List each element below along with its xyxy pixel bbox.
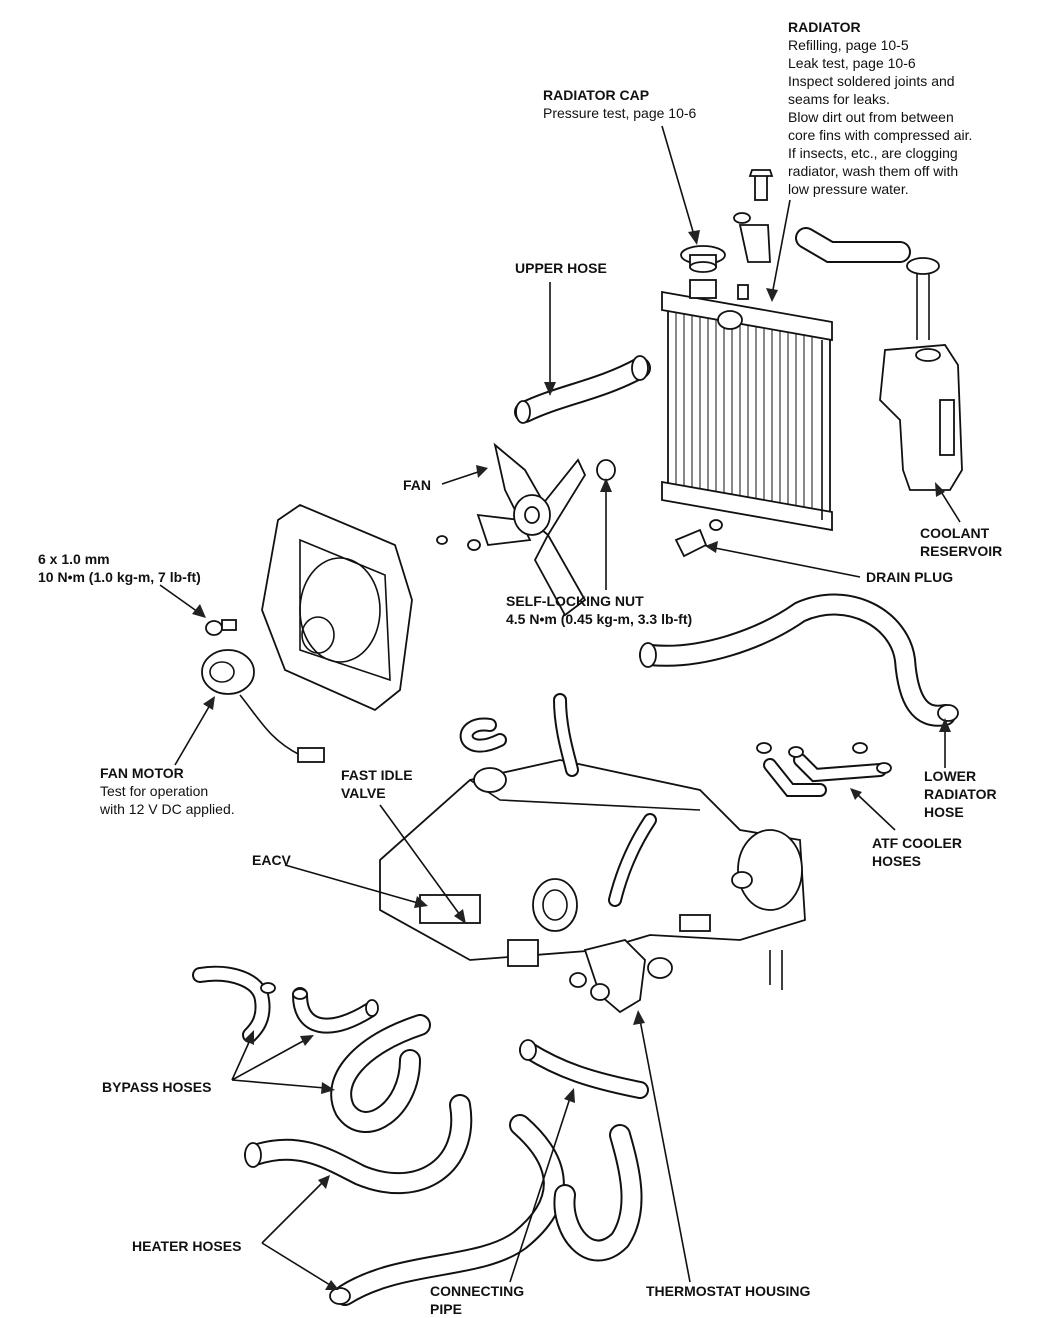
- bolt-spec-callout: 6 x 1.0 mm 10 N•m (1.0 kg-m, 7 lb-ft): [38, 550, 201, 586]
- heater-hoses-callout: HEATER HOSES: [132, 1237, 241, 1255]
- fast-idle-valve-title-1: FAST IDLE: [341, 767, 413, 783]
- atf-cooler-hoses-drawing: [756, 742, 892, 990]
- bypass-hoses-title: BYPASS HOSES: [102, 1079, 212, 1095]
- lower-radiator-hose-title-3: HOSE: [924, 804, 964, 820]
- radiator-title: RADIATOR: [788, 19, 861, 35]
- radiator-note-8: radiator, wash them off with: [788, 163, 959, 179]
- bypass-hoses-drawing: [192, 965, 379, 1043]
- eacv-callout: EACV: [252, 851, 291, 869]
- self-locking-nut-callout: SELF-LOCKING NUT 4.5 N•m (0.45 kg-m, 3.3…: [506, 592, 692, 628]
- fast-idle-valve-callout: FAST IDLE VALVE: [341, 766, 413, 802]
- self-locking-nut-title: SELF-LOCKING NUT: [506, 593, 644, 609]
- fan-motor-note-2: with 12 V DC applied.: [100, 801, 235, 817]
- thermostat-housing-callout: THERMOSTAT HOUSING: [646, 1282, 810, 1300]
- upper-hose-callout: UPPER HOSE: [515, 259, 607, 277]
- connecting-pipe-drawing: [519, 1039, 649, 1099]
- fan-shroud-drawing: [261, 503, 481, 712]
- lower-radiator-hose-title-2: RADIATOR: [924, 786, 997, 802]
- eacv-title: EACV: [252, 852, 291, 868]
- drain-plug-callout: DRAIN PLUG: [866, 568, 953, 586]
- atf-cooler-hoses-title-2: HOSES: [872, 853, 922, 869]
- radiator-callout: RADIATOR Refilling, page 10-5 Leak test,…: [788, 18, 972, 198]
- drain-plug-drawing: [674, 519, 723, 558]
- radiator-cap-title: RADIATOR CAP: [543, 87, 650, 103]
- radiator-cap-drawing: [680, 245, 726, 273]
- lower-radiator-hose-title-1: LOWER: [924, 768, 977, 784]
- fan-callout: FAN: [403, 476, 431, 494]
- radiator-note-7: If insects, etc., are clogging: [788, 145, 958, 161]
- lower-radiator-hose-drawing: [639, 593, 959, 727]
- coolant-reservoir-title-1: COOLANT: [920, 525, 990, 541]
- thermostat-housing-title: THERMOSTAT HOUSING: [646, 1283, 811, 1299]
- fan-motor-callout: FAN MOTOR Test for operation with 12 V D…: [100, 764, 235, 818]
- bolt-spec-torque: 10 N•m (1.0 kg-m, 7 lb-ft): [38, 569, 201, 585]
- upper-hose-drawing: [514, 355, 651, 424]
- leader-lines: [159, 125, 961, 1290]
- fan-motor-title: FAN MOTOR: [100, 765, 184, 781]
- fan-motor-drawing: [201, 619, 325, 763]
- bolt-spec-title: 6 x 1.0 mm: [38, 551, 110, 567]
- fan-drawing: [476, 442, 616, 617]
- radiator-note-6: core fins with compressed air.: [788, 127, 973, 143]
- engine-small-hoses: [459, 693, 657, 907]
- radiator-note-2: Leak test, page 10-6: [788, 55, 916, 71]
- radiator-note-5: Blow dirt out from between: [788, 109, 954, 125]
- coolant-reservoir-drawing: [795, 227, 963, 491]
- coolant-reservoir-title-2: RESERVOIR: [920, 543, 1003, 559]
- radiator-note-4: seams for leaks.: [788, 91, 890, 107]
- radiator-drawing: [661, 279, 833, 532]
- upper-hose-title: UPPER HOSE: [515, 260, 607, 276]
- radiator-note-1: Refilling, page 10-5: [788, 37, 909, 53]
- engine-drawing: [379, 759, 806, 967]
- radiator-bracket-drawing: [733, 169, 774, 300]
- fast-idle-valve-title-2: VALVE: [341, 785, 386, 801]
- radiator-note-3: Inspect soldered joints and: [788, 73, 955, 89]
- lower-radiator-hose-callout: LOWER RADIATOR HOSE: [924, 767, 997, 821]
- atf-cooler-hoses-callout: ATF COOLER HOSES: [872, 834, 962, 870]
- fan-motor-note-1: Test for operation: [100, 783, 209, 799]
- drain-plug-title: DRAIN PLUG: [866, 569, 954, 585]
- bypass-hoses-callout: BYPASS HOSES: [102, 1078, 211, 1096]
- heater-hoses-title: HEATER HOSES: [132, 1238, 242, 1254]
- radiator-note-9: low pressure water.: [788, 181, 909, 197]
- thermostat-housing-drawing: [569, 939, 673, 1014]
- heater-hoses-drawing: [244, 1014, 643, 1306]
- radiator-cap-note: Pressure test, page 10-6: [543, 105, 697, 121]
- coolant-reservoir-callout: COOLANT RESERVOIR: [920, 524, 1002, 560]
- connecting-pipe-title-1: CONNECTING: [430, 1283, 525, 1299]
- connecting-pipe-title-2: PIPE: [430, 1301, 462, 1317]
- radiator-cap-callout: RADIATOR CAP Pressure test, page 10-6: [543, 86, 696, 122]
- fan-title: FAN: [403, 477, 431, 493]
- self-locking-nut-torque: 4.5 N•m (0.45 kg-m, 3.3 lb-ft): [506, 611, 693, 627]
- atf-cooler-hoses-title-1: ATF COOLER: [872, 835, 962, 851]
